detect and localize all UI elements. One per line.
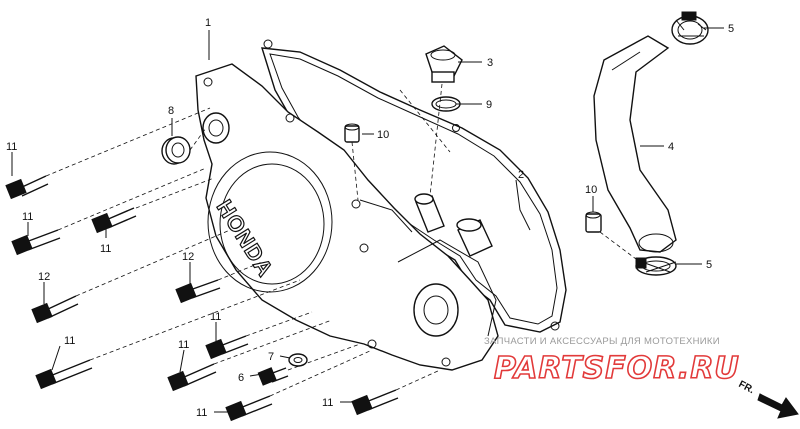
callout-label: 11	[22, 211, 33, 223]
callout-label: 12	[38, 271, 50, 283]
crankcase-cover: HONDA	[195, 63, 499, 371]
oil-seal	[161, 136, 191, 165]
callout-label: 11	[178, 339, 189, 351]
callout-label: 5	[706, 259, 712, 271]
callout-label: 4	[668, 141, 674, 153]
bolt	[167, 363, 217, 392]
dowel-pin-upper	[344, 123, 360, 143]
hose-clamp-lower	[635, 256, 677, 276]
watermark-caption: ЗАПЧАСТИ И АКСЕССУАРЫ ДЛЯ МОТОТЕХНИКИ	[484, 336, 720, 347]
callout-label: 11	[100, 243, 111, 255]
bolt-group	[5, 175, 399, 422]
callout-label: 10	[585, 184, 597, 196]
callout-label: 8	[168, 105, 174, 117]
bolt	[351, 389, 399, 416]
callout-label: 6	[238, 372, 244, 384]
bolt	[31, 295, 79, 324]
callout-label: 9	[486, 99, 492, 111]
callout-label: 11	[6, 141, 17, 153]
arrow-icon	[757, 393, 799, 419]
callout-label: 11	[210, 311, 221, 323]
direction-label: FR.	[737, 379, 757, 396]
bolt	[225, 395, 273, 422]
water-hose	[593, 35, 677, 253]
callout-label: 2	[518, 169, 524, 181]
bolt	[5, 175, 49, 200]
callout-label: 11	[196, 407, 207, 419]
watermark-logo: PARTSFOR.RU	[494, 351, 740, 386]
hose-clamp-upper	[671, 11, 709, 45]
callout-label: 7	[268, 351, 274, 363]
bolt	[35, 359, 93, 390]
dowel-pin-lower	[585, 211, 602, 233]
front-direction-indicator: FR.	[737, 379, 799, 419]
assembly-lines	[45, 83, 641, 397]
leader-lines	[11, 27, 724, 413]
callout-label: 3	[487, 57, 493, 69]
callout-labels: 1 2 3 4 5 5 6 7 8 9 10 10 11 11 11 11 11…	[6, 17, 734, 419]
callout-label: 10	[377, 129, 389, 141]
bolt	[91, 207, 137, 234]
bolt	[205, 335, 249, 360]
callout-label: 5	[728, 23, 734, 35]
callout-label: 11	[64, 335, 75, 347]
drain-bolt	[257, 367, 289, 386]
callout-label: 1	[205, 17, 211, 29]
callout-label: 11	[322, 397, 333, 409]
callout-label: 12	[182, 251, 194, 263]
bolt	[175, 279, 221, 304]
oil-filler-cap	[425, 45, 463, 83]
watermark: ЗАПЧАСТИ И АКСЕССУАРЫ ДЛЯ МОТОТЕХНИКИ PA…	[484, 336, 740, 387]
o-ring	[431, 96, 461, 112]
bolt	[11, 229, 61, 256]
